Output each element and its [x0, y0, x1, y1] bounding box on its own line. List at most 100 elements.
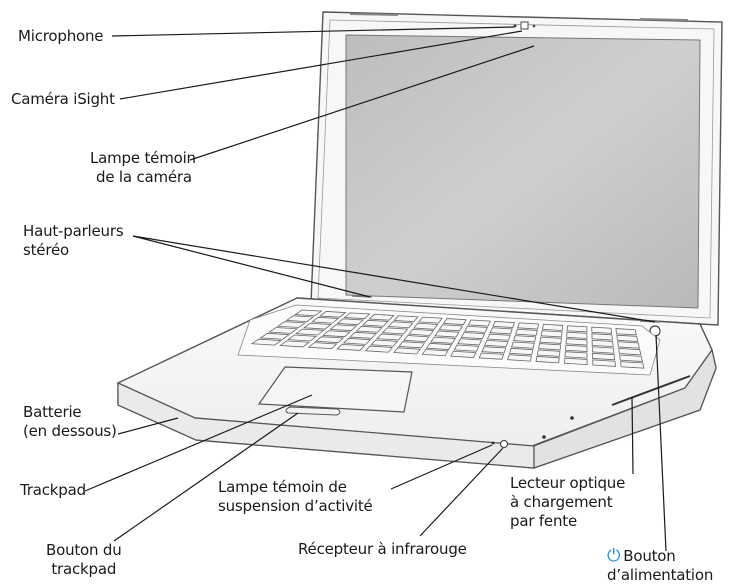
keyboard-key	[381, 327, 409, 335]
keyboard-key	[517, 322, 540, 330]
keyboard-key	[489, 327, 513, 335]
keyboard-key	[393, 315, 419, 323]
keyboard-key	[368, 313, 395, 321]
keyboard-key	[618, 347, 642, 356]
keyboard-key	[617, 341, 640, 349]
keyboard-key	[464, 325, 489, 333]
label-trackpad-button: Bouton du trackpad	[46, 541, 122, 578]
keyboard-key	[336, 343, 366, 351]
keyboard-key	[302, 322, 332, 330]
keyboard-key	[509, 347, 534, 356]
label-sleep-indicator-light: Lampe témoin de suspension d’activité	[218, 478, 373, 515]
keyboard-key	[387, 321, 414, 329]
keyboard-key	[460, 332, 486, 340]
trackpad-illustration	[257, 366, 413, 413]
keyboard-key	[536, 349, 561, 357]
label-camera-light: Lampe témoin de la caméra	[90, 149, 196, 186]
keyboard-key	[355, 325, 383, 333]
keyboard-key	[408, 328, 435, 336]
keyboard-key	[515, 328, 538, 336]
keyboard-key	[294, 309, 323, 317]
keyboard-key	[434, 330, 460, 338]
label-power-button: ⏻Bouton d’alimentation	[607, 546, 714, 585]
keyboard-key	[342, 337, 372, 345]
keyboard-key	[486, 333, 511, 341]
keyboard-key	[591, 339, 614, 348]
label-optical-drive: Lecteur optique à chargement par fente	[510, 474, 626, 530]
label-isight-camera: Caméra iSight	[11, 90, 115, 108]
keyboard-key	[492, 321, 516, 328]
isight-camera	[520, 21, 529, 30]
keyboard-key	[418, 316, 443, 324]
keyboard-key	[349, 331, 378, 339]
keyboard-key	[478, 352, 505, 360]
keyboard-key	[285, 315, 315, 323]
trackpad-button-illustration	[285, 406, 341, 416]
keyboard-key	[481, 346, 507, 354]
optical-slot	[611, 375, 691, 406]
keyboard-key	[279, 340, 310, 348]
keyboard-key	[425, 342, 453, 350]
label-stereo-speakers: Haut-parleurs stéréo	[23, 222, 124, 259]
keyboard-key	[364, 345, 394, 353]
display-lid	[310, 11, 723, 326]
keyboard-key	[591, 326, 613, 334]
keyboard-key	[343, 312, 371, 320]
keyboard-key	[619, 354, 643, 362]
keyboard-key	[310, 316, 340, 324]
keyboard-key	[403, 335, 430, 343]
keyboard-key	[539, 336, 562, 344]
keyboard-key	[329, 324, 358, 332]
keyboard-key	[370, 339, 399, 347]
leader-lines	[84, 26, 667, 552]
keyboard-key	[421, 349, 449, 357]
keyboard-key	[591, 333, 613, 341]
keyboard-key	[393, 347, 421, 355]
keyboard-key	[442, 318, 467, 325]
keyboard-key	[616, 334, 639, 342]
keyboard-key	[268, 327, 299, 334]
keyboard-key	[563, 357, 588, 366]
keyboard-key	[513, 335, 537, 343]
power-icon: ⏻	[607, 546, 621, 566]
keyboard-key	[376, 333, 404, 341]
keyboard-key	[538, 343, 562, 351]
keyboard-key	[565, 344, 588, 352]
keyboard-key	[535, 356, 560, 364]
keyboard-key	[565, 338, 588, 346]
ir-receiver	[500, 440, 508, 448]
keyboard-key	[566, 325, 588, 333]
keyboard-key	[564, 351, 588, 359]
label-trackpad: Trackpad	[20, 481, 86, 499]
keyboard-key	[541, 323, 564, 331]
keyboard-key	[322, 330, 351, 338]
keyboard-key	[507, 354, 532, 362]
keyboard-key	[615, 328, 637, 336]
label-ir-receiver: Récepteur à infrarouge	[298, 540, 467, 558]
label-microphone: Microphone	[18, 27, 104, 45]
keyboard-key	[398, 341, 426, 349]
keyboard-key	[287, 334, 318, 342]
keyboard-key	[361, 319, 389, 327]
keyboard-key	[276, 321, 307, 328]
camera-indicator	[532, 24, 536, 28]
sleep-indicator	[491, 441, 495, 445]
keyboard-key	[314, 336, 345, 344]
keyboard-key	[457, 338, 483, 346]
keyboard-key	[307, 342, 338, 350]
keyboard-key	[620, 361, 645, 369]
keyboard-key	[591, 346, 615, 354]
keyboard-key	[566, 331, 588, 339]
keyboard-key	[438, 324, 464, 332]
label-battery: Batterie (en dessous)	[23, 403, 117, 440]
microphone-hole	[513, 24, 517, 28]
keyboard-key	[484, 339, 509, 348]
keyboard-key	[259, 332, 291, 340]
keyboard-key	[511, 341, 535, 349]
keyboard-key	[413, 322, 439, 330]
keyboard-key	[467, 319, 491, 327]
keyboard	[250, 309, 645, 369]
keyboard-key	[336, 318, 364, 326]
